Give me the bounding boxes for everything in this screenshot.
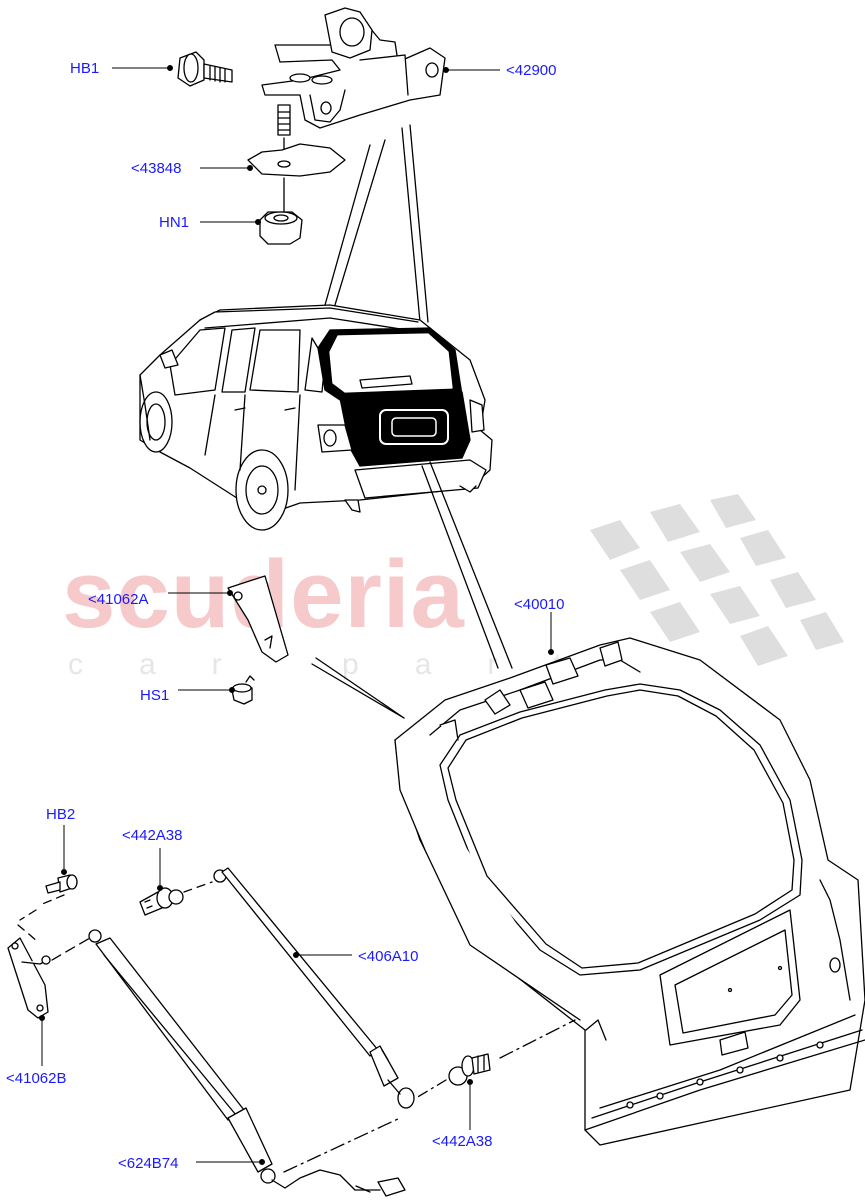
callout-41062b: <41062B (6, 1070, 67, 1087)
shim-plate-43848 (247, 143, 346, 177)
bracket-41062a (227, 575, 289, 663)
callout-40010: <40010 (514, 596, 565, 613)
leader (311, 663, 405, 719)
ball-stud-442a38-bottom (448, 1053, 491, 1086)
stud (277, 104, 291, 136)
callout-hb1: HB1 (70, 60, 100, 77)
callout-442a38-bottom: <442A38 (432, 1133, 493, 1150)
callout-624b74: <624B74 (118, 1155, 179, 1172)
callout-hs1: HS1 (140, 687, 170, 704)
callout-hn1: HN1 (159, 214, 190, 231)
callout-43848: <43848 (131, 160, 182, 177)
callout-442a38-top: <442A38 (122, 827, 183, 844)
bolt-hb1 (177, 51, 233, 87)
callout-42900: <42900 (506, 62, 557, 79)
checkered-flag-icon (590, 494, 844, 666)
hinge-42900 (261, 7, 446, 129)
nut-hn1 (259, 211, 303, 245)
callout-41062a: <41062A (88, 591, 149, 608)
callout-hb2: HB2 (46, 806, 76, 823)
gas-strut-406a10 (213, 867, 415, 1109)
bolt-hb2 (45, 874, 78, 894)
leader (315, 657, 405, 719)
power-strut-624b74 (88, 929, 406, 1197)
callout-406a10: <406A10 (358, 948, 419, 965)
vehicle-illustration (139, 304, 493, 531)
bracket-41062b (7, 937, 51, 1019)
ball-stud-442a38-top (139, 887, 184, 916)
screw-hs1 (231, 675, 255, 705)
tailgate-40010 (394, 637, 865, 1146)
